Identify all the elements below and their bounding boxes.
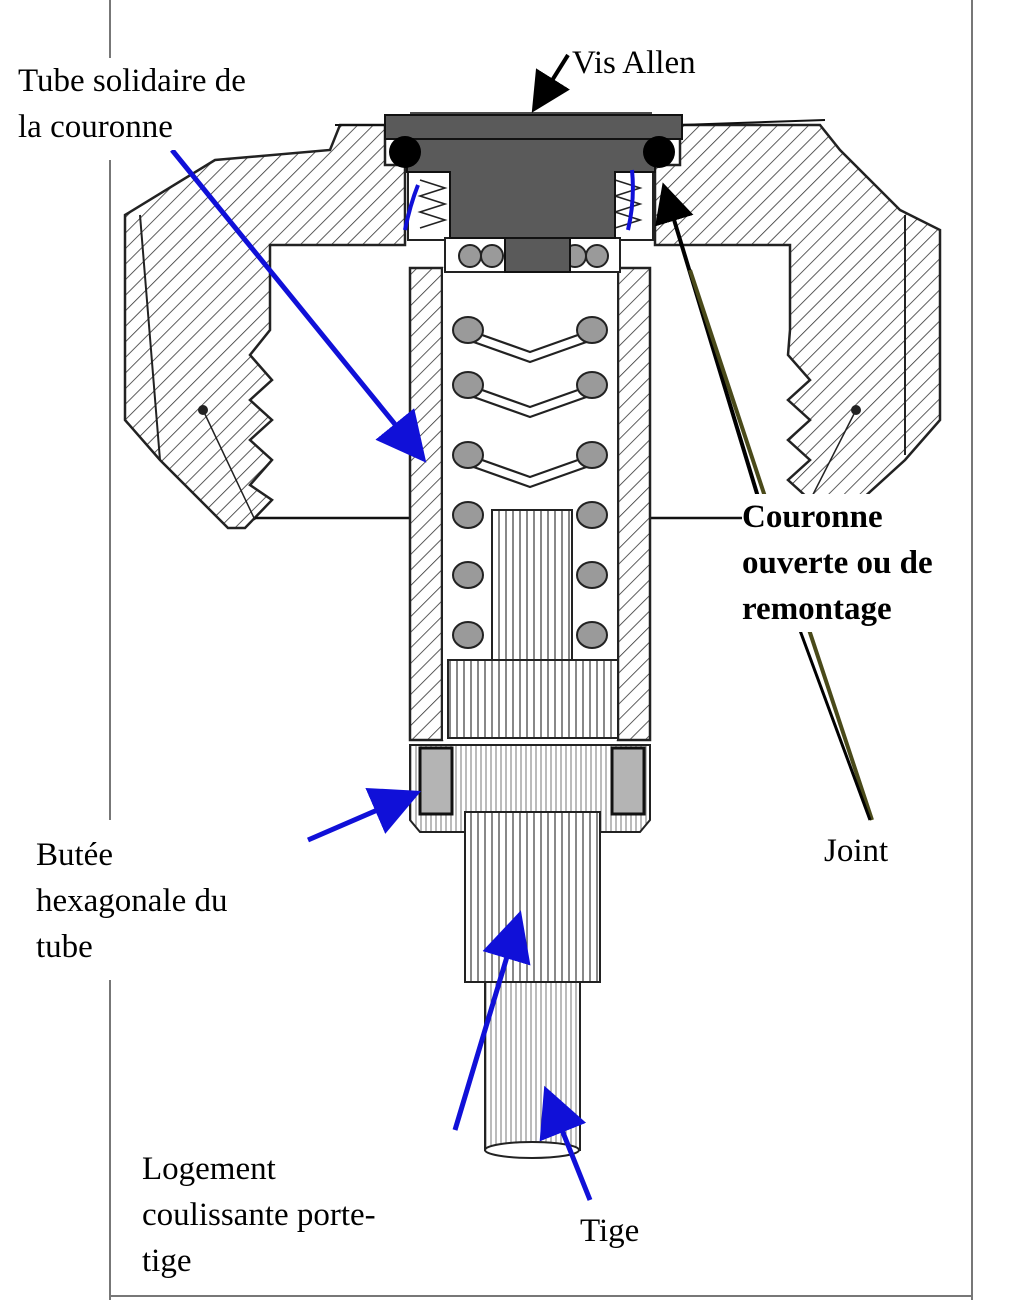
lower-tube — [464, 811, 601, 1159]
spring-coils — [452, 316, 608, 649]
spring-coil-section — [452, 561, 484, 589]
label-logement: Logement coulissante porte- tige — [142, 1146, 376, 1284]
crown-body-left — [123, 123, 407, 530]
leader-butee — [307, 787, 422, 843]
spring-coil-section — [452, 371, 484, 399]
spring-coil-section — [452, 621, 484, 649]
stem-housing — [447, 509, 619, 739]
allen-screw — [384, 112, 683, 273]
leader-logement — [452, 910, 531, 1131]
spring-coil-section — [576, 441, 608, 469]
spring-coil-section — [576, 316, 608, 344]
crown-body-right — [653, 123, 942, 530]
leader-couronne — [655, 182, 767, 521]
label-vis-allen: Vis Allen — [572, 40, 696, 86]
spring-coil-section — [576, 621, 608, 649]
spring-coil-section — [452, 501, 484, 529]
o-ring-left — [389, 136, 421, 168]
spring-coil-section — [576, 561, 608, 589]
spring-coil-section — [452, 441, 484, 469]
spring-coil-section — [452, 316, 484, 344]
coil-spring — [467, 328, 593, 489]
upper-cavity — [407, 169, 654, 273]
spring-coil-section — [576, 501, 608, 529]
spring-coil-section — [576, 371, 608, 399]
label-butee: Butée hexagonale du tube — [36, 832, 228, 970]
leader-tige — [539, 1085, 593, 1201]
label-tige: Tige — [580, 1208, 640, 1254]
hex-nut — [409, 744, 651, 833]
label-tube-solidaire: Tube solidaire de la couronne — [18, 58, 246, 150]
label-couronne: Couronne ouverte ou de remontage — [742, 494, 933, 632]
frame — [109, 0, 973, 1300]
leader-tube-solidaire — [170, 148, 635, 463]
o-ring-right — [643, 136, 675, 168]
leader-vis-allen — [531, 53, 570, 113]
label-joint: Joint — [824, 828, 889, 874]
